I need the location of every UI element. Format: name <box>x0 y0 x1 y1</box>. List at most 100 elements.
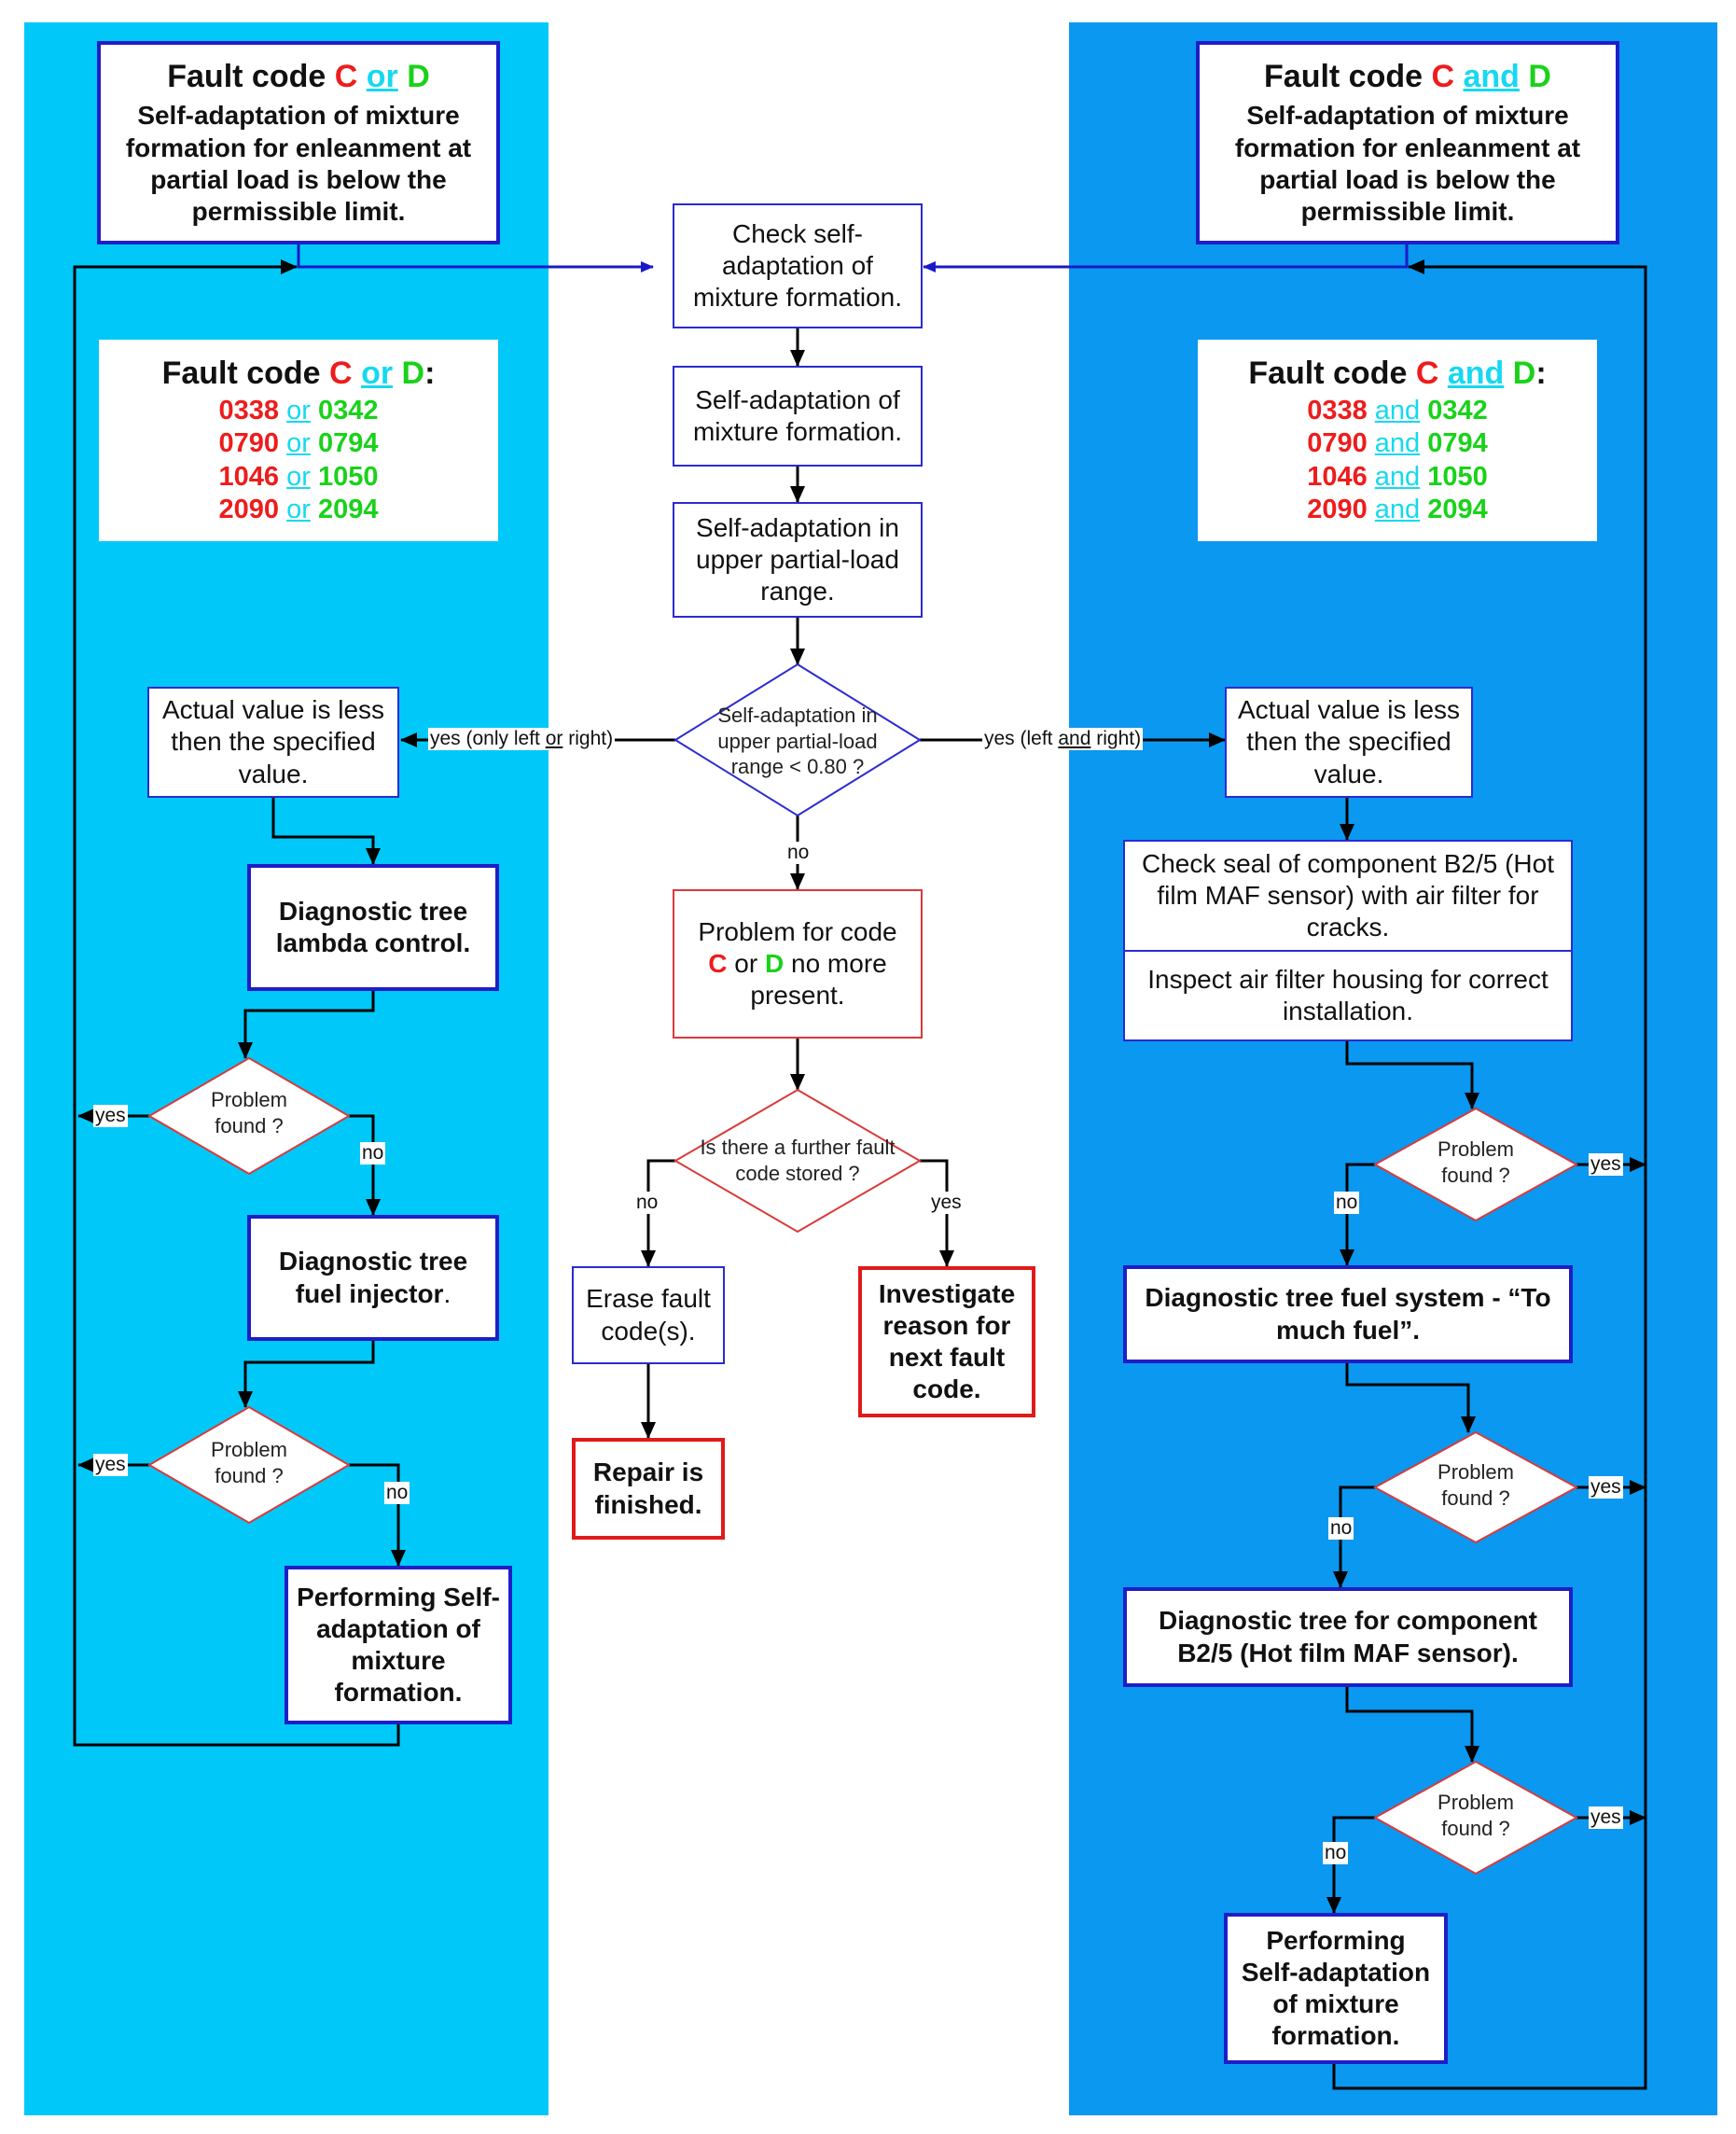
left-diag-injector-box: Diagnostic tree fuel injector. <box>247 1215 499 1341</box>
right-codes-conj: and <box>1447 355 1505 391</box>
edge-left-d2-no <box>349 1463 406 1567</box>
no-right-d3-tag: no <box>1323 1842 1349 1865</box>
edge-left-injector-to-d2 <box>238 1341 375 1408</box>
decision-left-2 <box>147 1405 351 1525</box>
left-codes-colon: : <box>424 355 436 391</box>
left-decision2-label: Problem found ? <box>211 1438 287 1487</box>
decision-right-2 <box>1372 1430 1579 1544</box>
edge-right-d2-no <box>1333 1485 1375 1588</box>
right-codes-title: Fault code C and D: <box>1248 355 1546 393</box>
right-diag-component-box: Diagnostic tree for component B2/5 (Hot … <box>1123 1587 1573 1687</box>
edge-left-d1-no <box>349 1114 381 1216</box>
center-upper-range-box: Self-adaptation in upper partial-load ra… <box>673 502 923 618</box>
yes-left-post: right) <box>562 728 614 749</box>
left-code-c: 1046 <box>218 461 280 492</box>
left-header-title: Fault code C or D <box>167 58 430 96</box>
right-code-d: 2094 <box>1427 495 1488 525</box>
right-header-c: C <box>1431 58 1455 94</box>
left-codes-conj: or <box>361 355 394 391</box>
left-header-box: Fault code C or D Self-adaptation of mix… <box>97 41 500 244</box>
right-inspect-box: Inspect air filter housing for correct i… <box>1123 950 1573 1041</box>
left-header-title-prefix: Fault code <box>167 58 335 94</box>
left-codes-title-prefix: Fault code <box>161 355 330 391</box>
decision-upper-range <box>674 663 922 817</box>
edge-right-component-to-d3 <box>1345 1687 1479 1763</box>
yes-left-d1-tag: yes <box>93 1105 128 1128</box>
right-code-row: 2090 and 2094 <box>1307 494 1488 526</box>
center-investigate-box: Investigate reason for next fault code. <box>858 1266 1035 1417</box>
center-decision-label: Self-adaptation in upper partial-load ra… <box>717 704 878 778</box>
left-code-row: 0338 or 0342 <box>219 395 379 427</box>
left-code-d: 0794 <box>317 428 379 459</box>
right-codes-c: C <box>1415 355 1439 391</box>
no-center-decision-tag: no <box>785 842 812 865</box>
left-diag-lambda-box: Diagnostic tree lambda control. <box>247 864 499 991</box>
left-code-row: 2090 or 2094 <box>219 494 379 526</box>
right-header-title-prefix: Fault code <box>1264 58 1432 94</box>
yes-further-tag: yes <box>929 1192 964 1215</box>
left-code-d: 0342 <box>317 395 379 425</box>
yes-left-pre: yes (only left <box>430 728 546 749</box>
right-decision2-label: Problem found ? <box>1437 1460 1514 1510</box>
right-code-conj: and <box>1374 495 1421 525</box>
right-code-c: 1046 <box>1307 461 1368 492</box>
no-left-d2-tag: no <box>384 1482 410 1505</box>
left-code-row: 0790 or 0794 <box>219 427 379 460</box>
right-decision3-label: Problem found ? <box>1437 1791 1514 1840</box>
right-header-desc: Self-adaptation of mixture formation for… <box>1234 101 1581 226</box>
edge-left-header-to-check <box>297 244 654 272</box>
right-code-conj: and <box>1374 461 1421 492</box>
center-repair-box: Repair is finished. <box>572 1438 725 1540</box>
center-problem-box: Problem for code C or D no more present. <box>673 889 923 1039</box>
left-header-c: C <box>334 58 358 94</box>
right-code-row: 1046 and 1050 <box>1307 461 1488 494</box>
right-decision1-label: Problem found ? <box>1437 1137 1514 1187</box>
right-actual-value-box: Actual value is less then the specified … <box>1225 687 1473 798</box>
yes-right-post: right) <box>1090 728 1142 749</box>
decision-right-1 <box>1372 1107 1579 1222</box>
right-code-conj: and <box>1374 395 1421 425</box>
left-codes-box: Fault code C or D: 0338 or 0342 0790 or … <box>99 340 498 541</box>
left-actual-value-box: Actual value is less then the specified … <box>147 687 399 798</box>
left-codes-d: D <box>401 355 425 391</box>
left-code-conj: or <box>286 428 311 459</box>
edge-right-d1-no <box>1340 1163 1375 1266</box>
left-diag-injector-text: Diagnostic tree fuel injector <box>278 1247 468 1308</box>
left-code-c: 0790 <box>218 428 280 459</box>
right-header-d: D <box>1528 58 1551 94</box>
right-header-conj: and <box>1463 58 1520 94</box>
left-header-d: D <box>407 58 430 94</box>
yes-right-d3-tag: yes <box>1589 1806 1623 1830</box>
edge-right-header-to-check <box>923 244 1409 272</box>
edge-right-inspect-to-d1 <box>1345 1041 1479 1109</box>
right-code-c: 0338 <box>1307 395 1368 425</box>
right-codes-colon: : <box>1535 355 1547 391</box>
center-problem-d: D <box>764 948 785 978</box>
center-problem-line2: C or D no more present. <box>682 948 913 1011</box>
edge-further-yes <box>920 1159 954 1267</box>
left-code-d: 2094 <box>317 495 379 525</box>
center-further-label: Is there a further fault code stored ? <box>700 1136 896 1185</box>
left-code-d: 1050 <box>317 461 379 492</box>
yes-left-tag: yes (only left or right) <box>428 728 616 751</box>
right-code-c: 2090 <box>1307 495 1368 525</box>
center-problem-prefix: Problem for code <box>698 916 897 946</box>
center-erase-box: Erase fault code(s). <box>572 1266 725 1364</box>
yes-right-conj: and <box>1058 728 1091 749</box>
left-codes-title: Fault code C or D: <box>162 355 436 393</box>
edge-left-lambda-to-d1 <box>238 991 375 1059</box>
decision-right-3 <box>1372 1760 1579 1876</box>
decision-further-code <box>674 1088 922 1234</box>
no-right-d1-tag: no <box>1334 1192 1360 1215</box>
left-code-conj: or <box>286 395 311 425</box>
left-header-desc: Self-adaptation of mixture formation for… <box>125 101 472 226</box>
left-codes-c: C <box>329 355 353 391</box>
yes-right-pre: yes (left <box>984 728 1059 749</box>
right-code-row: 0338 and 0342 <box>1307 395 1488 427</box>
center-problem-or: or <box>727 948 765 978</box>
yes-left-d2-tag: yes <box>93 1454 128 1477</box>
edge-right-d3-no <box>1326 1816 1375 1914</box>
right-diag-fuel-box: Diagnostic tree fuel system - “To much f… <box>1123 1265 1573 1363</box>
edge-further-no <box>641 1159 675 1267</box>
center-check-box: Check self-adaptation of mixture formati… <box>673 203 923 328</box>
